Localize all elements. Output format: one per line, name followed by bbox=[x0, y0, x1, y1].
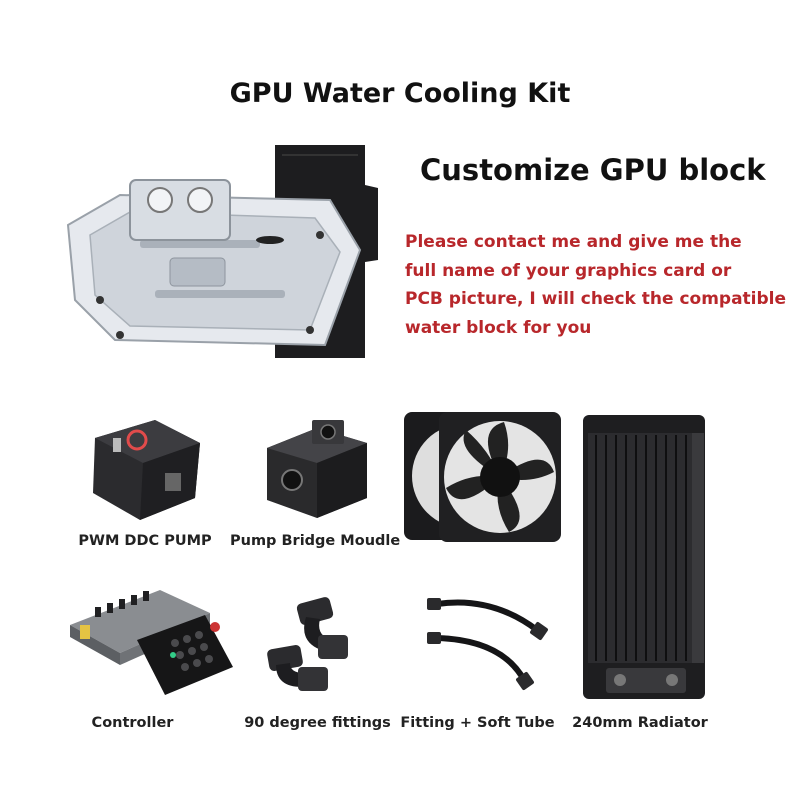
gpu-block-note: Please contact me and give me the full n… bbox=[405, 228, 787, 342]
note-line: water block for you bbox=[405, 317, 592, 338]
product-label-soft-tube: Fitting + Soft Tube bbox=[400, 715, 555, 731]
gpu-water-block-icon bbox=[66, 145, 378, 358]
product-label-controller: Controller bbox=[91, 715, 174, 731]
note-line: full name of your graphics card or bbox=[405, 260, 732, 281]
fan-icon bbox=[404, 412, 561, 542]
note-line: PCB picture, I will check the compatible bbox=[405, 289, 787, 309]
soft-tube-icon bbox=[427, 598, 548, 690]
fittings-icon bbox=[267, 597, 348, 691]
radiator-icon bbox=[583, 415, 705, 699]
ddc-pump-icon bbox=[93, 420, 200, 520]
product-label-ddc-pump: PWM DDC PUMP bbox=[78, 533, 212, 549]
page-title: GPU Water Cooling Kit bbox=[229, 78, 571, 109]
product-label-fittings: 90 degree fittings bbox=[244, 715, 391, 731]
pump-bridge-icon bbox=[267, 420, 367, 518]
controller-icon bbox=[70, 590, 233, 695]
gpu-block-heading: Customize GPU block bbox=[420, 153, 766, 187]
product-label-pump-bridge: Pump Bridge Moudle bbox=[230, 533, 401, 549]
product-label-radiator: 240mm Radiator bbox=[572, 715, 708, 731]
note-line: Please contact me and give me the bbox=[405, 232, 742, 252]
